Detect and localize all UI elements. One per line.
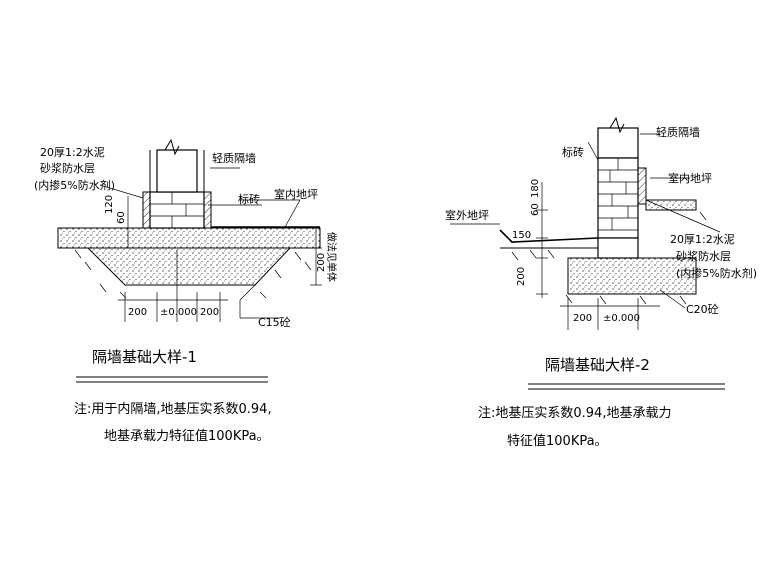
detail2-dim-180: 180 <box>530 179 541 198</box>
detail1-level: ±0.000 <box>160 307 197 318</box>
detail1-dim-120: 120 <box>104 195 115 214</box>
detail1-note-line-2: 地基承载力特征值100KPa。 <box>104 428 270 444</box>
detail2-mortar-label-3: (内掺5%防水剂) <box>676 266 757 280</box>
detail2-dim-200-bottom: 200 <box>573 313 592 324</box>
detail1-mortar-label-1: 20厚1:2水泥 <box>40 146 105 159</box>
detail2-title: 隔墙基础大样-2 <box>545 356 650 374</box>
detail2-mortar-label-2: 砂浆防水层 <box>676 249 731 263</box>
detail1-dim-200-left: 200 <box>128 307 147 318</box>
detail1-mortar-label-2: 砂浆防水层 <box>40 161 95 175</box>
detail2-indoor-floor-label: 室内地坪 <box>668 171 712 185</box>
detail2-dim-60: 60 <box>530 203 541 216</box>
detail2-concrete-label: C20砼 <box>686 303 719 316</box>
detail2-brick-label: 标砖 <box>562 145 584 159</box>
detail2-level: ±0.000 <box>603 313 640 324</box>
detail2-note-line-2: 特征值100KPa。 <box>507 433 608 449</box>
detail1-dim-200-right-bottom: 200 <box>200 307 219 318</box>
detail1-indoor-floor-label: 室内地坪 <box>274 187 318 201</box>
detail1-dim-200-right: 200 <box>316 253 327 272</box>
detail1-concrete-label: C15砼 <box>258 316 291 329</box>
detail1-floor-note: 做法见单体 <box>325 232 338 282</box>
detail1-brick-label: 标砖 <box>238 192 260 206</box>
detail-2 <box>450 116 725 390</box>
detail2-note-line-1: 注:地基压实系数0.94,地基承载力 <box>478 406 671 421</box>
detail1-light-wall-label: 轻质隔墙 <box>212 151 256 165</box>
detail1-mortar-label-3: (内掺5%防水剂) <box>34 178 115 192</box>
detail2-dim-150: 150 <box>512 230 531 241</box>
detail2-dim-200-left: 200 <box>516 267 527 286</box>
detail2-outdoor-floor-label: 室外地坪 <box>445 208 489 222</box>
detail2-light-wall-label: 轻质隔墙 <box>656 125 700 139</box>
detail1-note-line-1: 注:用于内隔墙,地基压实系数0.94, <box>74 401 272 417</box>
detail2-mortar-label-1: 20厚1:2水泥 <box>670 233 735 246</box>
detail-1 <box>57 138 322 383</box>
detail1-dim-60: 60 <box>116 211 127 224</box>
detail1-title: 隔墙基础大样-1 <box>92 348 197 366</box>
